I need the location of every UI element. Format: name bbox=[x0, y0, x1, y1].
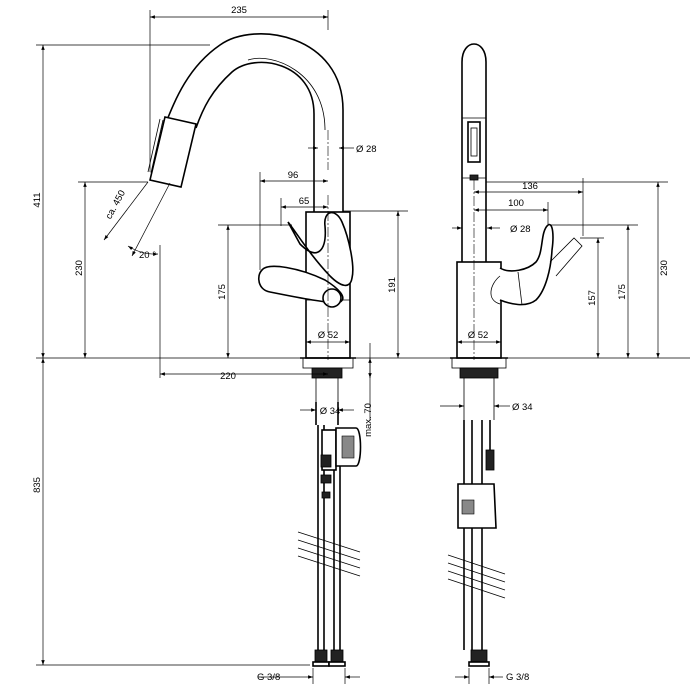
dim-230-side: 230 bbox=[74, 260, 85, 276]
front-base bbox=[450, 357, 508, 420]
spout bbox=[147, 33, 344, 212]
dim-136: 136 bbox=[522, 181, 538, 192]
dim-g38-side: G 3/8 bbox=[257, 672, 280, 683]
dim-175-front: 175 bbox=[617, 284, 628, 300]
dim-100: 100 bbox=[508, 198, 524, 209]
dim-411: 411 bbox=[32, 192, 43, 207]
dim-96: 96 bbox=[288, 170, 299, 181]
dim-835: 835 bbox=[32, 477, 43, 493]
front-view: 136 100 Ø 28 230 175 157 Ø 52 Ø 34 G 3/8 bbox=[440, 43, 670, 684]
dim-angle-20: 20 ° bbox=[139, 250, 156, 261]
dim-dia-34-side: Ø 34 bbox=[320, 406, 341, 417]
dim-220: 220 bbox=[220, 371, 236, 382]
dim-230-front: 230 bbox=[659, 260, 670, 276]
front-body bbox=[456, 261, 502, 359]
dim-235: 235 bbox=[231, 5, 247, 16]
supply-hoses bbox=[297, 425, 362, 667]
front-lever bbox=[490, 223, 583, 306]
dim-175-side: 175 bbox=[217, 284, 228, 300]
side-view: 235 411 Ø 28 96 65 ca. 450 230 20 ° 175 … bbox=[32, 5, 690, 684]
dim-dia-52-front: Ø 52 bbox=[468, 330, 489, 341]
dim-spray-length: ca. 450 bbox=[104, 188, 128, 221]
front-spout bbox=[461, 43, 487, 262]
dim-65: 65 bbox=[299, 196, 310, 207]
dim-g38-front: G 3/8 bbox=[506, 672, 529, 683]
dim-dia-34-front: Ø 34 bbox=[512, 402, 533, 413]
dim-dia-28-front: Ø 28 bbox=[510, 224, 531, 235]
dim-dia-28-side: Ø 28 bbox=[356, 144, 377, 155]
dim-157: 157 bbox=[587, 290, 598, 306]
dim-max-70: max. 70 bbox=[363, 403, 374, 437]
dim-dia-52-side: Ø 52 bbox=[318, 330, 339, 341]
front-hoses bbox=[447, 420, 506, 667]
dim-191: 191 bbox=[387, 277, 398, 293]
lever-handle bbox=[257, 211, 354, 308]
